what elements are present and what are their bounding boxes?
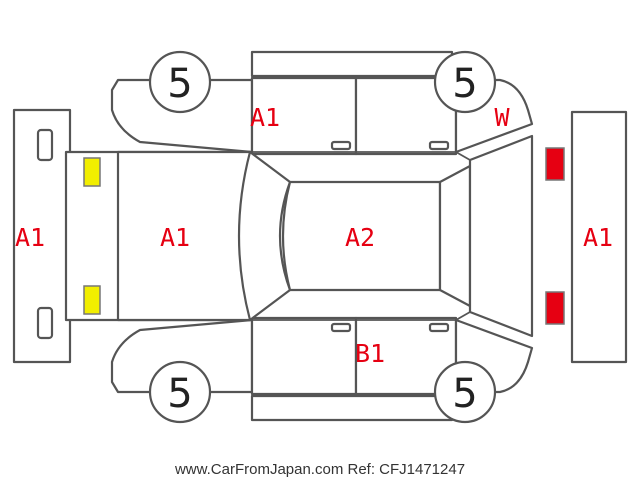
wheel-front-right: 5: [148, 360, 212, 424]
left-side-panels: [110, 50, 534, 156]
code-right-rear-door: B1: [355, 339, 385, 368]
code-front-bumper: A1: [15, 223, 45, 252]
code-hood: A1: [160, 223, 190, 252]
front-bumper: [12, 108, 72, 364]
taillight-left-marker: [545, 147, 565, 181]
code-rear-bumper: A1: [583, 223, 613, 252]
code-left-rear-quarter: W: [494, 103, 510, 132]
wheel-rating: 5: [452, 371, 477, 417]
wheel-rear-left: 5: [433, 50, 497, 114]
wheel-front-left: 5: [148, 50, 212, 114]
headlight-right-marker: [83, 285, 101, 315]
code-left-rear-door: A1: [250, 103, 280, 132]
car-body: [64, 134, 534, 338]
footer-reference: www.CarFromJapan.com Ref: CFJ1471247: [174, 461, 465, 478]
wheel-rating: 5: [167, 371, 192, 417]
code-roof: A2: [345, 223, 375, 252]
wheel-rear-right: 5: [433, 360, 497, 424]
rear-bumper: [570, 110, 628, 364]
wheel-rating: 5: [452, 61, 477, 107]
taillight-right-marker: [545, 291, 565, 325]
headlight-left-marker: [83, 157, 101, 187]
wheel-rating: 5: [167, 61, 192, 107]
